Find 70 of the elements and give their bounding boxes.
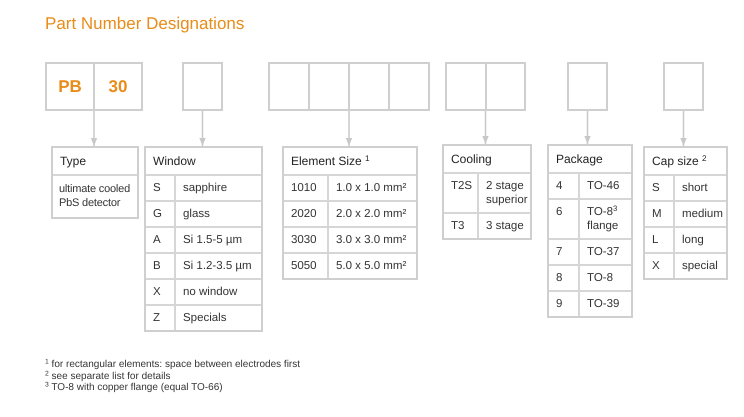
option-code: 7 (549, 240, 580, 266)
option-description: special (681, 259, 719, 274)
option-code: 6 (549, 200, 580, 240)
option-code: Z (146, 306, 176, 330)
designation-table (282, 146, 418, 280)
option-description: 2.0 x 2.0 mm² (329, 202, 416, 228)
option-code: 8 (549, 266, 580, 292)
option-description: long (675, 228, 726, 254)
option-description: Specials (182, 311, 228, 326)
footnote: $^{1}$ for rectangular elements: space between electrodes first (45, 359, 300, 370)
option-description: TO-37 (580, 240, 631, 266)
option-code: G (146, 202, 176, 228)
code-slot (567, 62, 608, 111)
type-description: ultimate cooled PbS detector (58, 182, 131, 211)
option-description: TO-39 (586, 297, 620, 312)
option-description: glass (176, 202, 261, 228)
option-description: 3 stage (485, 219, 525, 234)
option-description: short (675, 176, 726, 202)
option-code: M (645, 202, 675, 228)
option-code: B (146, 254, 176, 280)
option-description: 1.0 x 1.0 mm² (329, 176, 416, 202)
code-slot (182, 62, 223, 111)
option-description: Si 1.2-3.5 µm (176, 254, 261, 280)
option-description: 2 stage superior (479, 174, 531, 214)
option-code: T2S (444, 174, 479, 214)
option-code: S (146, 176, 176, 202)
arrow (90, 111, 98, 146)
option-code: S (645, 176, 675, 202)
option-code: 5050 (284, 254, 329, 278)
designation-table (442, 144, 532, 240)
option-code: X (146, 280, 176, 306)
option-code: L (645, 228, 675, 254)
arrow (199, 111, 206, 146)
option-description: TO-8$^{3}$ flange (580, 200, 631, 240)
diagram-title: Part Number Designations (45, 14, 244, 34)
option-description: Si 1.5-5 µm (176, 228, 261, 254)
arrow (584, 111, 591, 144)
arrow (346, 111, 352, 146)
designation-table (643, 146, 728, 280)
part-code: 30 (108, 76, 128, 96)
table-heading: Cap size $^{2}$ (645, 148, 726, 176)
option-description: TO-8 (580, 266, 631, 292)
footnote: $^{2}$ see separate list for details (45, 370, 171, 382)
option-code: 1010 (284, 176, 329, 202)
option-code: T3 (444, 214, 479, 238)
table-heading: Element Size $^{1}$ (284, 148, 416, 176)
arrow (680, 111, 687, 146)
option-code: 2020 (284, 202, 329, 228)
designation-table (51, 146, 139, 219)
table-heading: Cooling (444, 146, 530, 174)
option-code: 4 (549, 174, 580, 200)
option-code: 9 (549, 292, 580, 316)
designation-table (144, 146, 263, 332)
option-description: 3.0 x 3.0 mm² (329, 228, 416, 254)
footnote: $^{3}$ TO-8 with copper flange (equal TO-66) (45, 382, 223, 394)
option-code: 3030 (284, 228, 329, 254)
option-description: no window (176, 280, 261, 306)
part-code: PB (58, 76, 82, 96)
option-description: medium (675, 202, 726, 228)
table-heading: Window (146, 148, 261, 176)
option-description: sapphire (176, 176, 261, 202)
option-description: TO-46 (580, 174, 631, 200)
designation-table (547, 144, 633, 318)
code-slot (663, 62, 704, 111)
arrow (482, 111, 489, 144)
option-description: 5.0 x 5.0 mm² (335, 259, 408, 274)
option-code: X (645, 254, 675, 278)
table-heading: Type (53, 148, 137, 176)
table-heading: Package (549, 146, 631, 174)
option-code: A (146, 228, 176, 254)
